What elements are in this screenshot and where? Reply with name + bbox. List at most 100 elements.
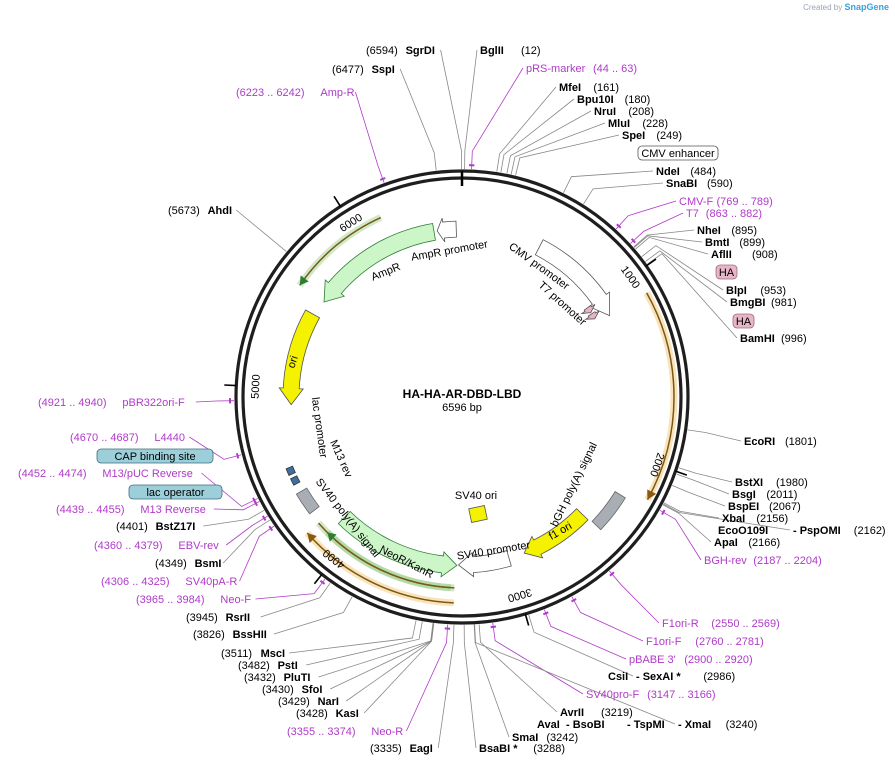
site-t7[interactable]: T7(863 .. 882) bbox=[686, 208, 762, 220]
site-smai[interactable]: SmaI(3242) bbox=[512, 732, 578, 744]
site-name: BsgI bbox=[732, 489, 756, 501]
site-sexai[interactable]: - SexAI *(2986) bbox=[636, 671, 735, 683]
primer-mark-t7 bbox=[630, 238, 636, 244]
site-spei[interactable]: SpeI(249) bbox=[622, 130, 682, 142]
tick-label-5000: 5000 bbox=[250, 374, 263, 399]
orf-arc-1 bbox=[646, 292, 675, 501]
site-name: NruI bbox=[594, 106, 616, 118]
feature-label-m13-rev: M13 rev bbox=[327, 438, 354, 480]
site-ecoo109i[interactable]: EcoO109I bbox=[718, 525, 768, 537]
leader-psti bbox=[306, 621, 423, 666]
site-neo-f[interactable]: (3965 .. 3984)Neo-F bbox=[136, 594, 251, 606]
leader-nhei bbox=[633, 229, 695, 248]
site-pos: (3965 .. 3984) bbox=[136, 594, 205, 606]
site-blpi[interactable]: BlpI(953) bbox=[726, 285, 786, 297]
site-ecori[interactable]: EcoRI(1801) bbox=[744, 436, 817, 448]
site-name: BsmI bbox=[195, 558, 222, 570]
site-bmti[interactable]: BmtI(899) bbox=[705, 237, 765, 249]
site-bmgbi[interactable]: BmgBI(981) bbox=[730, 297, 797, 309]
site-nari[interactable]: (3429)NarI bbox=[278, 696, 339, 708]
site-cmv-f[interactable]: CMV-F(769 .. 789) bbox=[679, 196, 773, 208]
site-ahdi[interactable]: (5673)AhdI bbox=[168, 205, 232, 217]
site-name: NheI bbox=[697, 225, 721, 237]
site-f1ori-r[interactable]: F1ori-R(2550 .. 2569) bbox=[662, 618, 780, 630]
leader-xbai bbox=[663, 502, 720, 519]
site-f1ori-f[interactable]: F1ori-F(2760 .. 2781) bbox=[646, 636, 764, 648]
site-bsshii[interactable]: (3826)BssHII bbox=[193, 629, 267, 641]
f1-ori-arrow bbox=[523, 508, 589, 559]
feature-box-label-ha: HA bbox=[736, 316, 752, 328]
site-mfei[interactable]: MfeI(161) bbox=[559, 82, 619, 94]
site-pos: (12) bbox=[521, 45, 541, 57]
feature-box-label-ha: HA bbox=[719, 267, 735, 279]
sv40-promoter-arrow bbox=[457, 550, 512, 578]
site-name: BstXI bbox=[735, 477, 763, 489]
site-pos: (3511) bbox=[221, 648, 252, 660]
site-name: BssHII bbox=[233, 629, 267, 641]
site-snabi[interactable]: SnaBI(590) bbox=[666, 178, 733, 190]
site-nhei[interactable]: NheI(895) bbox=[697, 225, 757, 237]
site-pluti[interactable]: (3432)PluTI bbox=[244, 672, 310, 684]
site-avrii[interactable]: AvrII(3219) bbox=[560, 707, 633, 719]
site-bsobi[interactable]: - BsoBI bbox=[566, 719, 605, 731]
site-l4440[interactable]: (4670 .. 4687)L4440 bbox=[70, 432, 185, 444]
site-pos: (2156) bbox=[756, 513, 788, 525]
site-name: AvrII bbox=[560, 707, 584, 719]
leader-prs-marker bbox=[471, 67, 524, 170]
site-pos: (6223 .. 6242) bbox=[236, 87, 305, 99]
site-csii[interactable]: CsiI bbox=[608, 671, 628, 683]
leader-snabi bbox=[583, 182, 664, 205]
tick-4000 bbox=[313, 573, 323, 585]
site-bamhi[interactable]: BamHI(996) bbox=[740, 333, 807, 345]
snapgene-credit: Created by SnapGene bbox=[803, 2, 889, 12]
site-pbr322ori-f[interactable]: (4921 .. 4940)pBR322ori-F bbox=[38, 397, 185, 409]
site-bpu10i[interactable]: Bpu10I(180) bbox=[577, 94, 650, 106]
site-bglii[interactable]: BglII (12) bbox=[480, 45, 541, 57]
site-pspomi[interactable]: - PspOMI(2162) bbox=[793, 525, 886, 537]
primer-mark-ebv-rev bbox=[261, 515, 267, 521]
site-prs-marker[interactable]: pRS-marker(44 .. 63) bbox=[526, 63, 637, 75]
site-ndei[interactable]: NdeI(484) bbox=[656, 166, 716, 178]
site-mlui[interactable]: MluI(228) bbox=[608, 118, 668, 130]
site-sfoi[interactable]: (3430)SfoI bbox=[262, 684, 322, 696]
site-pbabe-3[interactable]: pBABE 3'(2900 .. 2920) bbox=[629, 654, 753, 666]
site-psti[interactable]: (3482)PstI bbox=[238, 660, 298, 672]
feature-box-label-cap-binding-site: CAP binding site bbox=[114, 451, 195, 463]
site-bstz17i[interactable]: (4401)BstZ17I bbox=[116, 521, 195, 533]
site-kasi[interactable]: (3428)KasI bbox=[296, 708, 359, 720]
site-amp-r[interactable]: (6223 .. 6242)Amp-R bbox=[236, 87, 355, 99]
site-bgh-rev[interactable]: BGH-rev(2187 .. 2204) bbox=[704, 555, 822, 567]
site-tspmi[interactable]: - TspMI bbox=[627, 719, 665, 731]
site-xmai[interactable]: - XmaI(3240) bbox=[678, 719, 757, 731]
site-nrui[interactable]: NruI (208) bbox=[594, 106, 654, 118]
site-sspi[interactable]: (6477)SspI bbox=[332, 64, 395, 76]
site-xbai[interactable]: XbaI(2156) bbox=[722, 513, 788, 525]
site-ebv-rev[interactable]: (4360 .. 4379)EBV-rev bbox=[94, 540, 219, 552]
site-avai[interactable]: AvaI bbox=[537, 719, 560, 731]
site-apai[interactable]: ApaI(2166) bbox=[714, 537, 780, 549]
site-bsabi[interactable]: BsaBI *(3288) bbox=[479, 743, 565, 755]
site-bspei[interactable]: BspEI(2067) bbox=[728, 501, 801, 513]
site-eagi[interactable]: (3335)EagI bbox=[370, 743, 433, 755]
site-sgrdi[interactable]: (6594)SgrDI bbox=[366, 45, 435, 57]
primer-mark-amp-r bbox=[379, 177, 386, 181]
site-sv40pa-r[interactable]: (4306 .. 4325)SV40pA-R bbox=[101, 576, 237, 588]
site-name: NdeI bbox=[656, 166, 680, 178]
site-bstxi[interactable]: BstXI(1980) bbox=[735, 477, 808, 489]
site-rsrii[interactable]: (3945)RsrII bbox=[186, 612, 250, 624]
site-pos: (4670 .. 4687) bbox=[70, 432, 139, 444]
site-sv40pro-f[interactable]: SV40pro-F(3147 .. 3166) bbox=[586, 689, 716, 701]
site-m13-reverse[interactable]: (4439 .. 4455)M13 Reverse bbox=[56, 504, 206, 516]
site-aflii[interactable]: AflII(908) bbox=[711, 249, 778, 261]
site-bsmi[interactable]: (4349)BsmI bbox=[155, 558, 222, 570]
site-bsgi[interactable]: BsgI(2011) bbox=[732, 489, 797, 501]
site-pos: (208) bbox=[628, 106, 654, 118]
site-m13-puc-reverse[interactable]: (4452 .. 4474)M13/pUC Reverse bbox=[18, 468, 193, 480]
site-msci[interactable]: (3511)MscI bbox=[221, 648, 285, 660]
site-neo-r[interactable]: (3355 .. 3374)Neo-R bbox=[287, 726, 403, 738]
site-pos: (590) bbox=[707, 178, 733, 190]
leader-bgh-rev bbox=[659, 509, 702, 561]
site-pos: (4360 .. 4379) bbox=[94, 540, 163, 552]
site-name: BglII bbox=[480, 45, 504, 57]
